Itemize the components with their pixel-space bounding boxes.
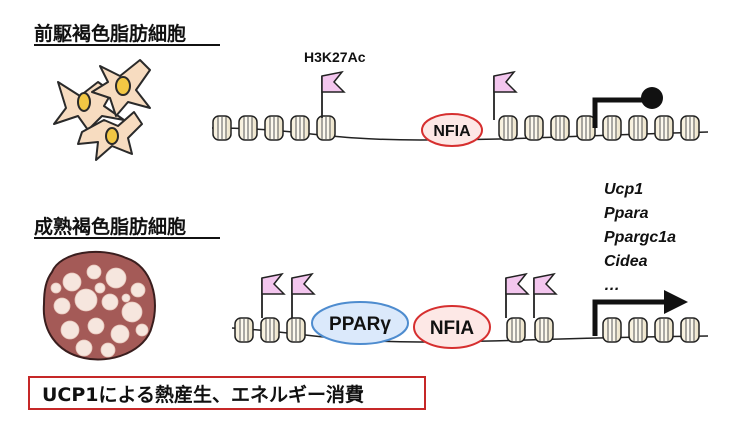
nucleosomes-row-2 [234,317,700,343]
h3k27ac-flag-4 [291,272,316,318]
nucleosome [316,115,336,141]
nucleosome [498,115,518,141]
nucleosome [264,115,284,141]
nucleosome [602,317,622,343]
nucleosome [234,317,254,343]
gene-ppara: Ppara [604,205,649,222]
lipid-droplet [101,293,119,311]
nucleosome [290,115,310,141]
h3k27ac-flag-5 [505,272,530,318]
h3k27ac-flag-2 [493,70,518,120]
lipid-droplet [130,282,146,298]
h3k27ac-label: H3K27Ac [304,49,366,65]
precursor-heading: 前駆褐色脂肪細胞 [34,22,186,45]
nucleosome [238,115,258,141]
gene-more: … [604,277,620,294]
lipid-droplet [86,264,102,280]
lipid-droplet [53,297,71,315]
nucleosome [534,317,554,343]
lipid-droplet [74,288,98,312]
nucleosome [524,115,544,141]
nucleosome [680,317,700,343]
lipid-droplet [87,317,105,335]
outcome-text: UCP1による熱産生、エネルギー消費 [42,383,364,406]
lipid-droplet [100,342,116,358]
nucleosome [680,115,700,141]
gene-ucp1: Ucp1 [604,181,643,198]
lipid-droplet [121,301,143,323]
lipid-droplet [135,323,149,337]
h3k27ac-flag-1 [321,70,346,118]
lipid-droplet [94,282,106,294]
active-promoter-arrow [592,290,688,336]
nucleosome [602,115,622,141]
nucleosome [506,317,526,343]
ppar-gamma-factor: PPARγ [311,301,409,345]
nfia-factor-2: NFIA [413,305,491,349]
precursor-cells-illustration [53,59,151,161]
nucleosome [628,317,648,343]
lipid-droplet [75,339,93,357]
nucleosome [654,115,674,141]
h3k27ac-flag-6 [533,272,558,318]
svg-text:NFIA: NFIA [433,123,471,140]
lipid-droplet [60,320,80,340]
lipid-droplet [121,293,131,303]
lipid-droplet [50,282,62,294]
lipid-droplet [110,324,130,344]
svg-text:NFIA: NFIA [430,318,475,339]
svg-text:PPARγ: PPARγ [329,314,391,335]
nucleosome [628,115,648,141]
outcome-box: UCP1による熱産生、エネルギー消費 [28,376,426,410]
nucleosome [212,115,232,141]
nucleosome [260,317,280,343]
nucleosomes-row-1 [212,115,700,141]
nucleosome [550,115,570,141]
mature-heading: 成熟褐色脂肪細胞 [34,215,186,238]
nucleosome [576,115,596,141]
nucleosome [654,317,674,343]
nucleosome [286,317,306,343]
lipid-droplet [62,272,82,292]
mature-cell-illustration [42,250,156,361]
repressed-promoter-arrow [592,87,663,128]
gene-ppargc1a: Ppargc1a [604,229,676,246]
target-gene-list: Ucp1 Ppara Ppargc1a Cidea … [604,181,676,294]
h3k27ac-flag-3 [261,272,286,318]
nfia-factor-1: NFIA [421,113,483,147]
lipid-droplet [105,267,127,289]
gene-cidea: Cidea [604,253,648,270]
